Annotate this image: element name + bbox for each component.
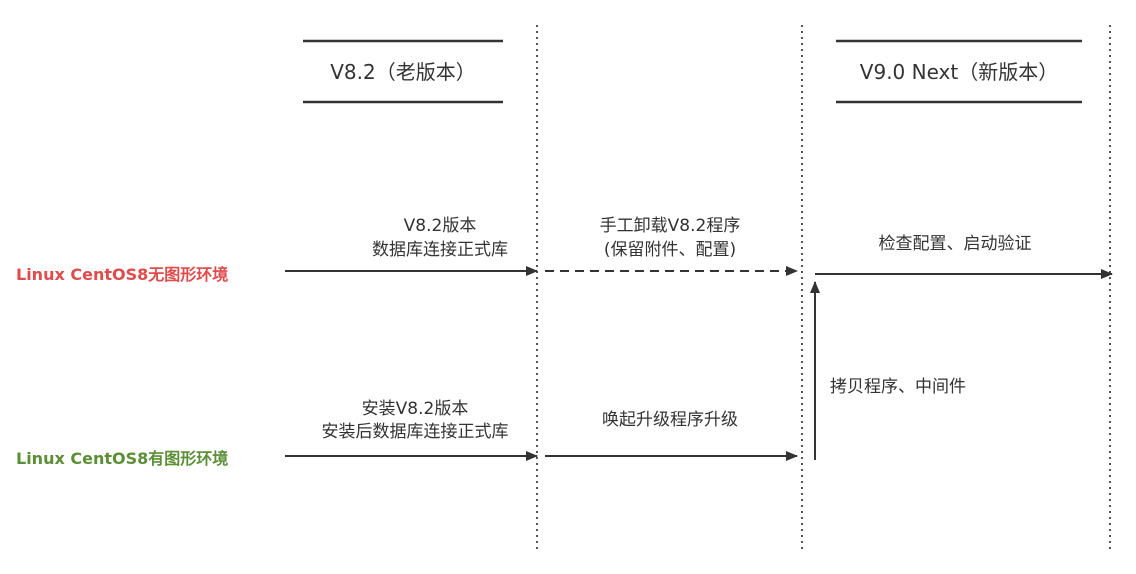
step-uninstall-line2: (保留附件、配置) <box>603 240 737 260</box>
new-version-header: V9.0 Next（新版本） <box>859 60 1059 84</box>
step-uninstall-line1: 手工卸载V8.2程序 <box>599 216 741 236</box>
step-gui-install-line1: 安装V8.2版本 <box>361 399 469 419</box>
env-label-gui: Linux CentOS8有图形环境 <box>16 449 229 468</box>
step-upgrade: 唤起升级程序升级 <box>602 410 738 430</box>
step-no-gui-install-line2: 数据库连接正式库 <box>372 240 508 260</box>
env-label-no-gui: Linux CentOS8无图形环境 <box>16 265 229 284</box>
step-gui-install-line2: 安装后数据库连接正式库 <box>321 422 509 442</box>
step-verify: 检查配置、启动验证 <box>878 234 1032 254</box>
step-copy: 拷贝程序、中间件 <box>830 377 966 397</box>
step-no-gui-install-line1: V8.2版本 <box>403 216 477 236</box>
old-version-header: V8.2（老版本） <box>330 60 476 84</box>
